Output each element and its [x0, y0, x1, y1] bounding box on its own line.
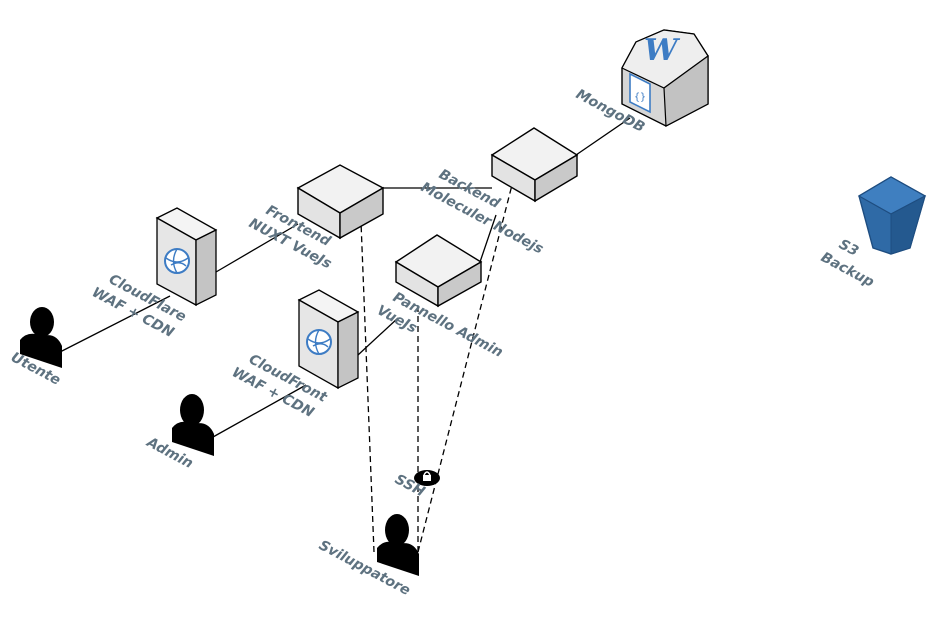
admin-user-node[interactable]: Admin [143, 394, 214, 472]
lock-icon [414, 470, 440, 486]
cdn-globe-icon [155, 207, 218, 307]
connections [59, 117, 631, 553]
cdn-globe-icon [297, 289, 360, 390]
user-icon [20, 307, 62, 368]
svg-text:{}: {} [634, 92, 646, 103]
utente-node[interactable]: Utente [8, 307, 63, 389]
sviluppatore-node[interactable]: Sviluppatore [316, 514, 419, 599]
user-icon [172, 394, 214, 456]
ssh-dev-frontend [360, 221, 375, 553]
user-icon [377, 514, 419, 576]
cloudfront-node[interactable]: CloudFront WAF + CDN [229, 289, 360, 421]
ssh-dev-backend [417, 184, 513, 553]
admin-panel-node[interactable]: Pannello Admin VueJs [374, 234, 505, 361]
mongodb-document-icon: {} W [621, 29, 709, 127]
mongodb-node[interactable]: {} W MongoDB [573, 29, 709, 136]
link-utente-cloudflare [59, 295, 171, 353]
svg-text:W: W [644, 33, 681, 68]
link-cloudflare-frontend [215, 223, 299, 273]
cloudflare-node[interactable]: CloudFlare WAF + CDN [89, 207, 218, 341]
server-block-icon [394, 234, 483, 308]
s3-bucket-icon [857, 176, 927, 255]
link-backend-mongodb [575, 117, 631, 156]
server-block-icon [490, 127, 579, 203]
ssh-node: SSH [392, 470, 440, 500]
link-admin-cloudfront [212, 384, 307, 438]
link-cloudfront-adminpanel [357, 317, 399, 356]
link-adminpanel-backend [479, 214, 497, 263]
s3-node[interactable]: S3 Backup [818, 176, 927, 291]
frontend-node[interactable]: Frontend NUXT VueJs [246, 164, 385, 272]
server-block-icon [296, 164, 385, 240]
